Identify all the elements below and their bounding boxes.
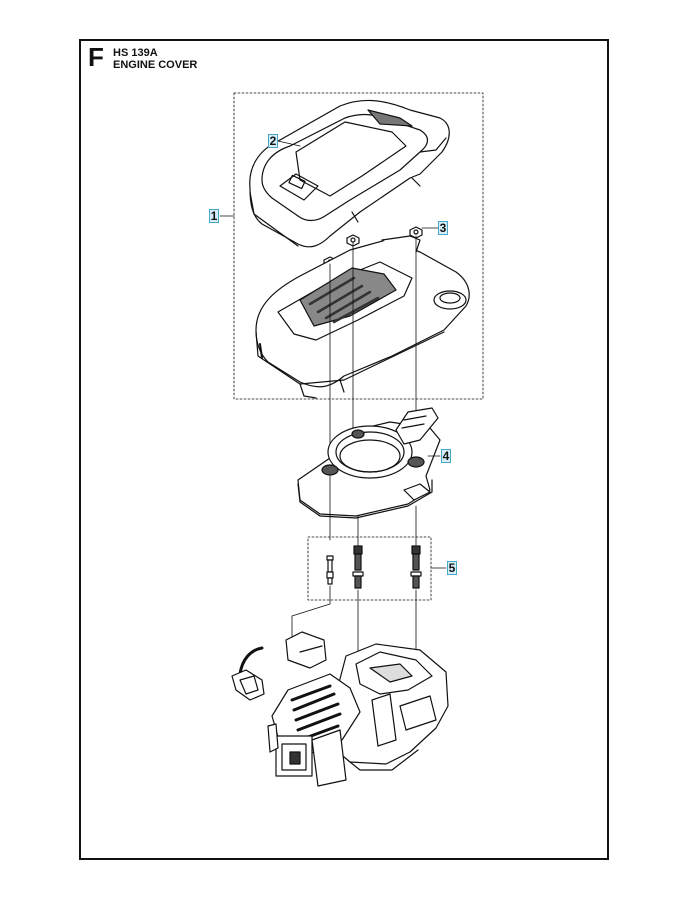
- section-letter: F: [88, 42, 104, 72]
- assembly-group-box: [233, 92, 484, 400]
- callout-5: 5: [447, 561, 457, 575]
- callout-3: 3: [438, 221, 448, 235]
- diagram-title: ENGINE COVER: [113, 59, 198, 71]
- air-filter-housing-part: [255, 235, 470, 399]
- callout-4: 4: [441, 449, 451, 463]
- engine-block-part: [231, 631, 449, 787]
- cover-base-plate-part: [297, 407, 441, 519]
- callout-1: 1: [209, 209, 219, 223]
- screw-group-box: [307, 536, 432, 601]
- callout-2: 2: [268, 134, 278, 148]
- model-number: HS 139A: [113, 47, 158, 59]
- page-frame: [79, 39, 609, 860]
- top-cover-part: [249, 99, 450, 248]
- screw-parts: [326, 545, 422, 589]
